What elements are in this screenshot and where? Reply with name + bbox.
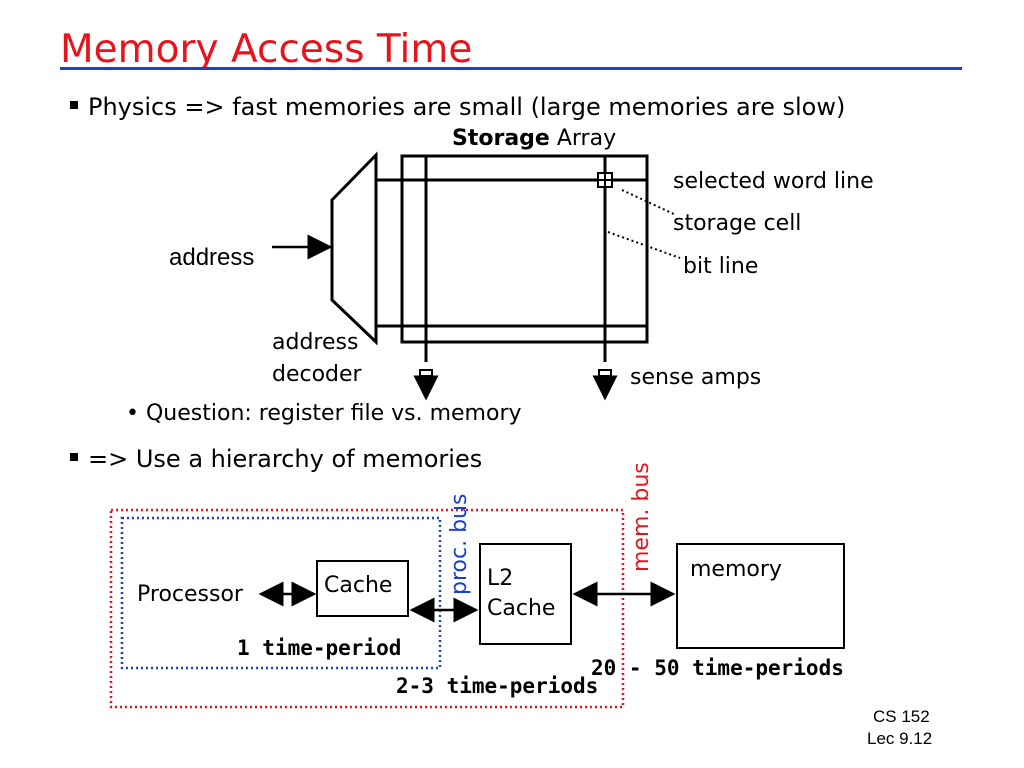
leader-storage-cell bbox=[621, 189, 677, 216]
storage-array-box bbox=[400, 154, 649, 344]
blue-dotted-boundary bbox=[120, 516, 442, 670]
bullet-hierarchy: => Use a hierarchy of memories bbox=[70, 444, 482, 474]
bullet-text: => Use a hierarchy of memories bbox=[88, 445, 483, 473]
mem-bus-label: mem. bus bbox=[629, 462, 654, 572]
l2-cache-box bbox=[479, 543, 572, 645]
slide-title: Memory Access Time bbox=[60, 27, 473, 72]
address-input-label: address bbox=[169, 244, 255, 271]
selected-word-line-label: selected word line bbox=[673, 169, 874, 194]
address-decoder-shape bbox=[330, 151, 378, 346]
leader-bit-line bbox=[607, 231, 681, 259]
sub-bullet-question: • Question: register file vs. memory bbox=[126, 400, 522, 428]
bullet-text: Physics => fast memories are small (larg… bbox=[88, 93, 846, 121]
bullet-physics: Physics => fast memories are small (larg… bbox=[70, 92, 845, 122]
cache-box bbox=[316, 560, 409, 617]
memory-label: memory bbox=[690, 557, 782, 582]
storage-bold-text: Storage bbox=[452, 126, 550, 151]
red-dotted-boundary bbox=[109, 508, 625, 709]
proc-bus-label: proc. bus bbox=[447, 494, 472, 595]
cache-label: Cache bbox=[324, 573, 393, 598]
l2-label-line2: Cache bbox=[487, 596, 556, 621]
storage-cell-label: storage cell bbox=[673, 211, 802, 236]
sense-amp-left bbox=[419, 369, 433, 377]
bullet-square-icon bbox=[70, 453, 78, 461]
bit-line-label: bit line bbox=[683, 254, 759, 279]
title-underline bbox=[60, 67, 962, 70]
bullet-dot-icon: • bbox=[126, 401, 139, 426]
address-decoder-label-1: address bbox=[272, 330, 359, 355]
sense-amp-right bbox=[598, 369, 612, 377]
time-period-20-50: 20 - 50 time-periods bbox=[591, 656, 844, 680]
memory-box bbox=[676, 543, 845, 649]
array-text: Array bbox=[556, 126, 617, 151]
processor-label: Processor bbox=[137, 582, 243, 607]
time-period-1: 1 time-period bbox=[237, 636, 402, 660]
bullet-square-icon bbox=[70, 101, 78, 109]
sense-amps-label: sense amps bbox=[630, 365, 762, 390]
time-period-2-3: 2-3 time-periods bbox=[396, 674, 599, 698]
address-decoder-label-2: decoder bbox=[272, 362, 362, 387]
footer-course: CS 152 bbox=[873, 707, 930, 726]
footer-lecture: Lec 9.12 bbox=[867, 729, 933, 748]
l2-label-line1: L2 bbox=[487, 566, 514, 591]
sub-bullet-text: Question: register file vs. memory bbox=[145, 401, 522, 426]
storage-array-label: Storage Array bbox=[452, 126, 616, 152]
